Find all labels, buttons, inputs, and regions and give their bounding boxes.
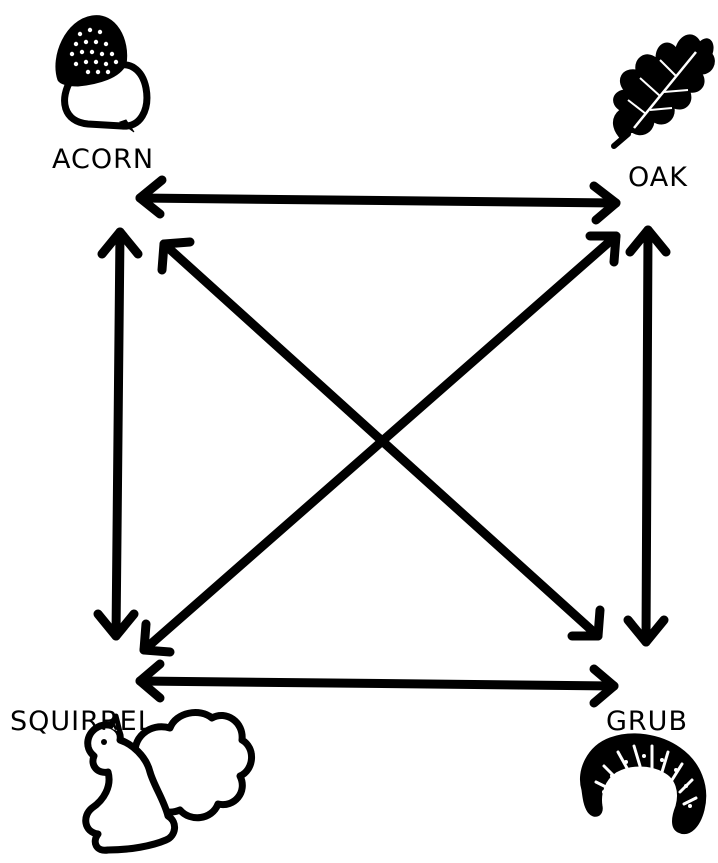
squirrel-label: SQUIRREL — [10, 706, 154, 737]
arrow-oak-grub — [628, 230, 666, 642]
acorn-label: ACORN — [52, 144, 154, 175]
acorn-icon — [56, 16, 147, 132]
oak-label: OAK — [628, 162, 688, 193]
grub-label: GRUB — [606, 706, 688, 737]
arrow-acorn-oak — [140, 180, 616, 220]
oak-leaf-icon — [613, 35, 714, 146]
arrow-acorn-squirrel — [98, 232, 138, 636]
grub-icon — [580, 734, 705, 834]
arrow-squirrel-grub — [140, 664, 614, 703]
